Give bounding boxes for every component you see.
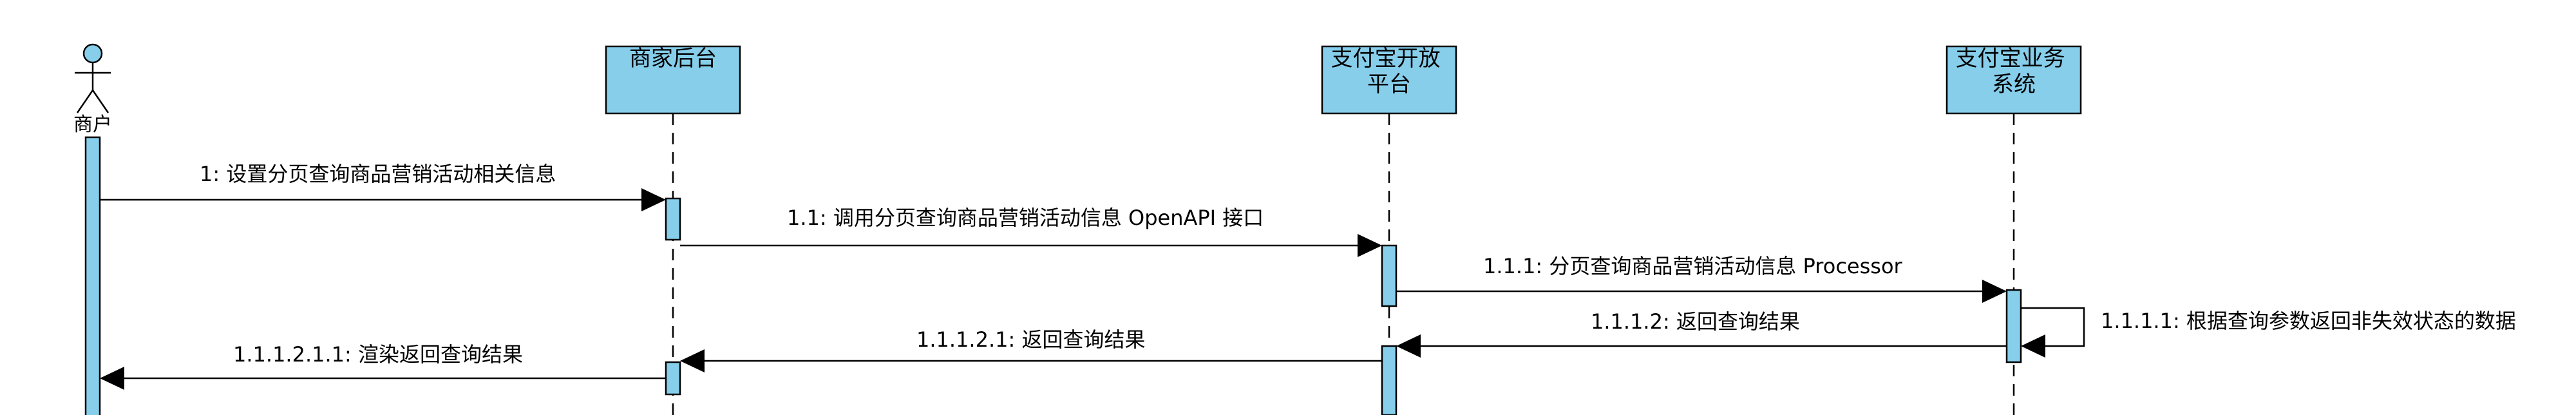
arrowhead <box>680 349 705 372</box>
participant-alipay-open-platform: 支付宝开放 平台 <box>1321 45 1457 415</box>
participant-label-line: 系统 <box>1992 72 2036 97</box>
message-5: 1.1.1.2: 返回查询结果 <box>1396 309 2007 358</box>
message-label: 1.1.1.2: 返回查询结果 <box>1591 309 1800 334</box>
actor-leg-left <box>76 90 94 113</box>
participant-label-line: 支付宝业务 <box>1956 46 2065 72</box>
actor-head <box>82 43 103 64</box>
participant-merchant-backend: 商家后台 <box>605 45 741 415</box>
arrowhead <box>100 367 124 390</box>
actor-label: 商户 <box>73 113 112 136</box>
activation-merchant-backend-1 <box>665 197 681 241</box>
arrowhead <box>1358 234 1382 257</box>
message-2: 1.1: 调用分页查询商品营销活动信息 OpenAPI 接口 <box>680 206 1382 257</box>
participant-label-line: 支付宝开放 <box>1331 46 1441 72</box>
participant-label-merchant-backend: 商家后台 <box>629 46 717 72</box>
arrowhead <box>1982 280 2007 303</box>
participant-label-line: 平台 <box>1367 72 1411 97</box>
arrowhead <box>2021 334 2045 358</box>
message-4: 1.1.1.1: 根据查询参数返回非失效状态的数据 <box>2021 307 2516 358</box>
actor-activation-bar <box>84 136 101 415</box>
participant-label-alipay-open-platform: 支付宝开放 平台 <box>1331 46 1448 97</box>
message-1: 1: 设置分页查询商品营销活动相关信息 <box>100 162 666 211</box>
message-line <box>2021 307 2085 347</box>
activation-alipay-business-system <box>2005 289 2022 363</box>
arrowhead <box>1396 334 1421 358</box>
arrowhead <box>641 188 666 211</box>
message-3: 1.1.1: 分页查询商品营销活动信息 Processor <box>1396 254 2007 303</box>
participant-label-alipay-business-system: 支付宝业务 系统 <box>1956 46 2072 97</box>
actor-merchant: 商户 <box>73 43 112 136</box>
participant-box-merchant-backend <box>605 45 741 115</box>
message-label: 1.1.1.2.1.1: 渲染返回查询结果 <box>233 342 523 367</box>
participant-box-alipay-business-system <box>1946 45 2082 115</box>
message-label: 1.1.1: 分页查询商品营销活动信息 Processor <box>1483 254 1903 278</box>
actor-leg-right <box>91 90 109 113</box>
message-label: 1.1: 调用分页查询商品营销活动信息 OpenAPI 接口 <box>787 206 1264 230</box>
participant-box-alipay-open-platform <box>1321 45 1457 115</box>
message-7: 1.1.1.2.1.1: 渲染返回查询结果 <box>100 342 666 390</box>
message-label: 1: 设置分页查询商品营销活动相关信息 <box>200 162 556 186</box>
activation-alipay-open-platform-1 <box>1381 244 1397 307</box>
activation-alipay-open-platform-2 <box>1381 345 1397 415</box>
message-6: 1.1.1.2.1: 返回查询结果 <box>680 327 1382 372</box>
participant-alipay-business-system: 支付宝业务 系统 <box>1946 45 2082 415</box>
activation-merchant-backend-2 <box>665 361 681 396</box>
participant-label-line: 商家后台 <box>629 46 717 72</box>
message-label: 1.1.1.2.1: 返回查询结果 <box>916 327 1145 352</box>
message-label: 1.1.1.1: 根据查询参数返回非失效状态的数据 <box>2101 309 2516 333</box>
